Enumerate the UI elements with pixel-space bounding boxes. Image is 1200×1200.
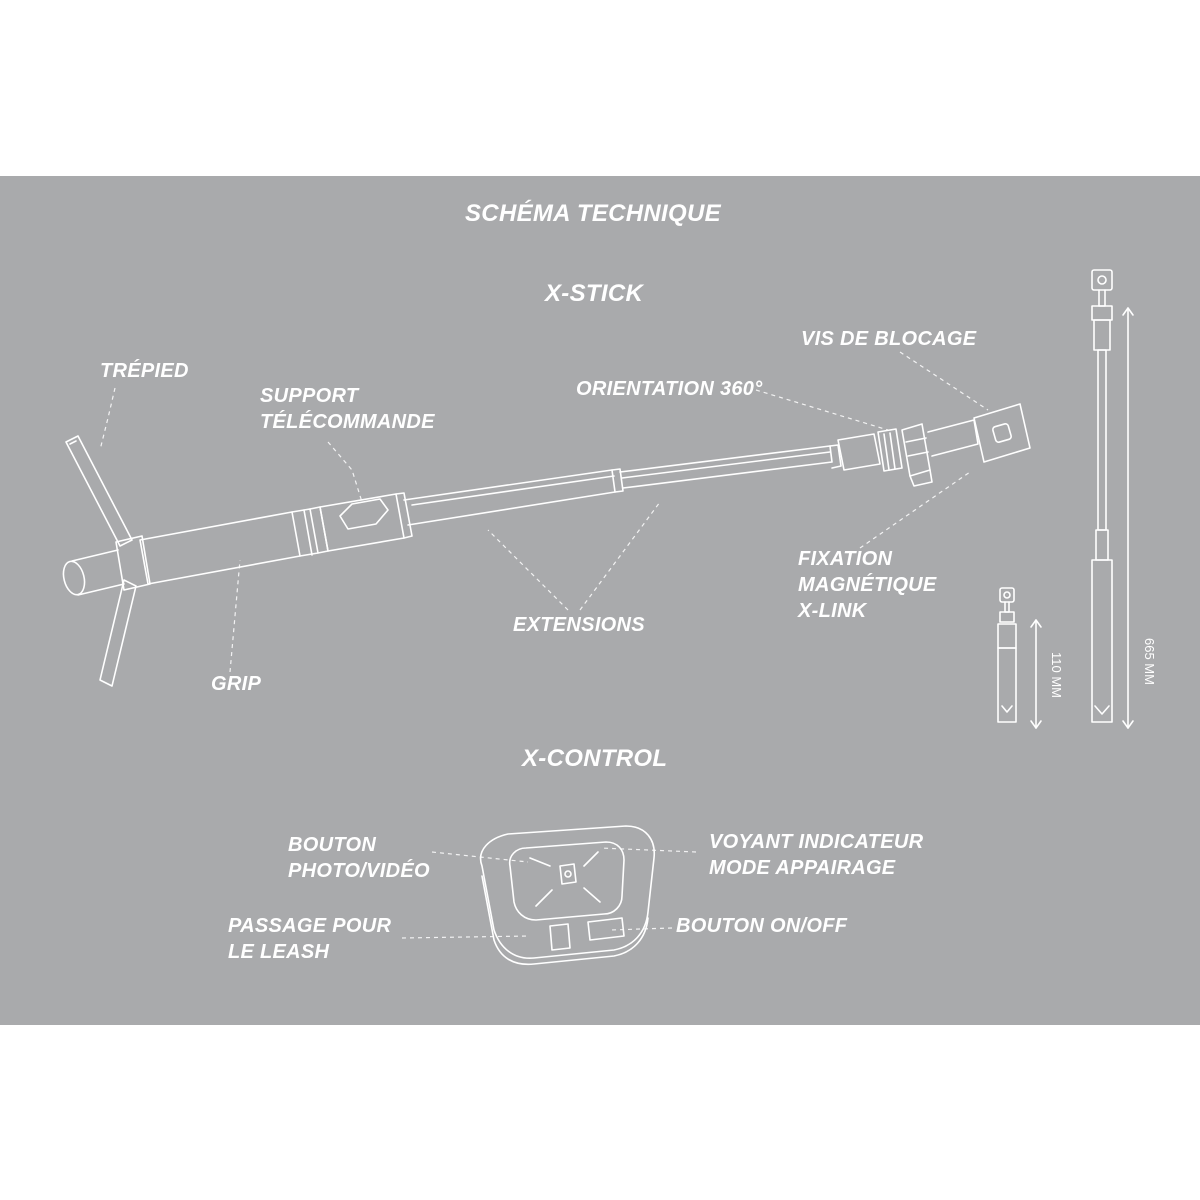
page-title: SCHÉMA TECHNIQUE xyxy=(465,200,721,227)
label-bouton-on-off: BOUTON ON/OFF xyxy=(676,915,848,937)
label-fixation-magnetique: FIXATION MAGNÉTIQUE X-LINK xyxy=(798,546,937,624)
label-bouton-line-2: PHOTO/VIDÉO xyxy=(288,860,430,882)
leader-support xyxy=(327,441,363,503)
label-voyant-line-1: VOYANT INDICATEUR xyxy=(709,831,924,853)
leader-voyant xyxy=(599,847,697,853)
leader-bouton xyxy=(431,851,529,863)
leader-extensions-1 xyxy=(487,529,569,611)
label-grip: GRIP xyxy=(211,673,262,695)
label-vis-de-blocage: VIS DE BLOCAGE xyxy=(801,328,977,350)
head-mount-drawing xyxy=(837,403,1031,487)
leader-onoff xyxy=(609,927,673,931)
remote-support-drawing xyxy=(319,492,413,552)
label-voyant-indicateur: VOYANT INDICATEUR MODE APPAIRAGE xyxy=(709,829,923,881)
label-fixation-line-1: FIXATION xyxy=(798,548,893,570)
label-extensions: EXTENSIONS xyxy=(513,614,645,636)
leader-vis xyxy=(899,351,989,411)
leader-extensions-2 xyxy=(579,501,661,611)
remote-control-drawing xyxy=(479,825,655,966)
dimension-arrows xyxy=(1030,307,1134,729)
stick-extended-drawing xyxy=(1091,269,1113,723)
label-orientation-360: ORIENTATION 360° xyxy=(576,378,763,400)
leader-trepied xyxy=(99,387,116,451)
leader-fixation xyxy=(859,471,971,549)
label-support-line-2: TÉLÉCOMMANDE xyxy=(260,411,435,433)
label-support-telecommande: SUPPORT TÉLÉCOMMANDE xyxy=(260,383,435,435)
section-title-x-stick: X-STICK xyxy=(545,280,644,307)
label-trepied: TRÉPIED xyxy=(100,360,189,382)
tripod-drawing xyxy=(62,435,151,687)
label-passage-line-2: LE LEASH xyxy=(228,941,330,963)
label-support-line-1: SUPPORT xyxy=(260,385,359,407)
label-fixation-line-3: X-LINK xyxy=(798,600,867,622)
extension-tubes-drawing xyxy=(403,444,842,526)
leader-passage xyxy=(401,935,531,939)
section-title-x-control: X-CONTROL xyxy=(522,745,668,772)
label-passage-leash: PASSAGE POUR LE LEASH xyxy=(228,913,391,965)
dimension-110mm: 110 MM xyxy=(1049,652,1064,698)
label-voyant-line-2: MODE APPAIRAGE xyxy=(709,857,896,879)
stick-compact-drawing xyxy=(997,587,1017,723)
label-passage-line-1: PASSAGE POUR xyxy=(228,915,392,937)
label-bouton-line-1: BOUTON xyxy=(288,834,377,856)
label-bouton-photo-video: BOUTON PHOTO/VIDÉO xyxy=(288,832,430,884)
leader-grip xyxy=(229,559,241,673)
dimension-665mm: 665 MM xyxy=(1142,638,1157,685)
label-fixation-line-2: MAGNÉTIQUE xyxy=(798,574,937,596)
grip-drawing xyxy=(139,506,329,585)
leader-orientation xyxy=(755,389,889,431)
